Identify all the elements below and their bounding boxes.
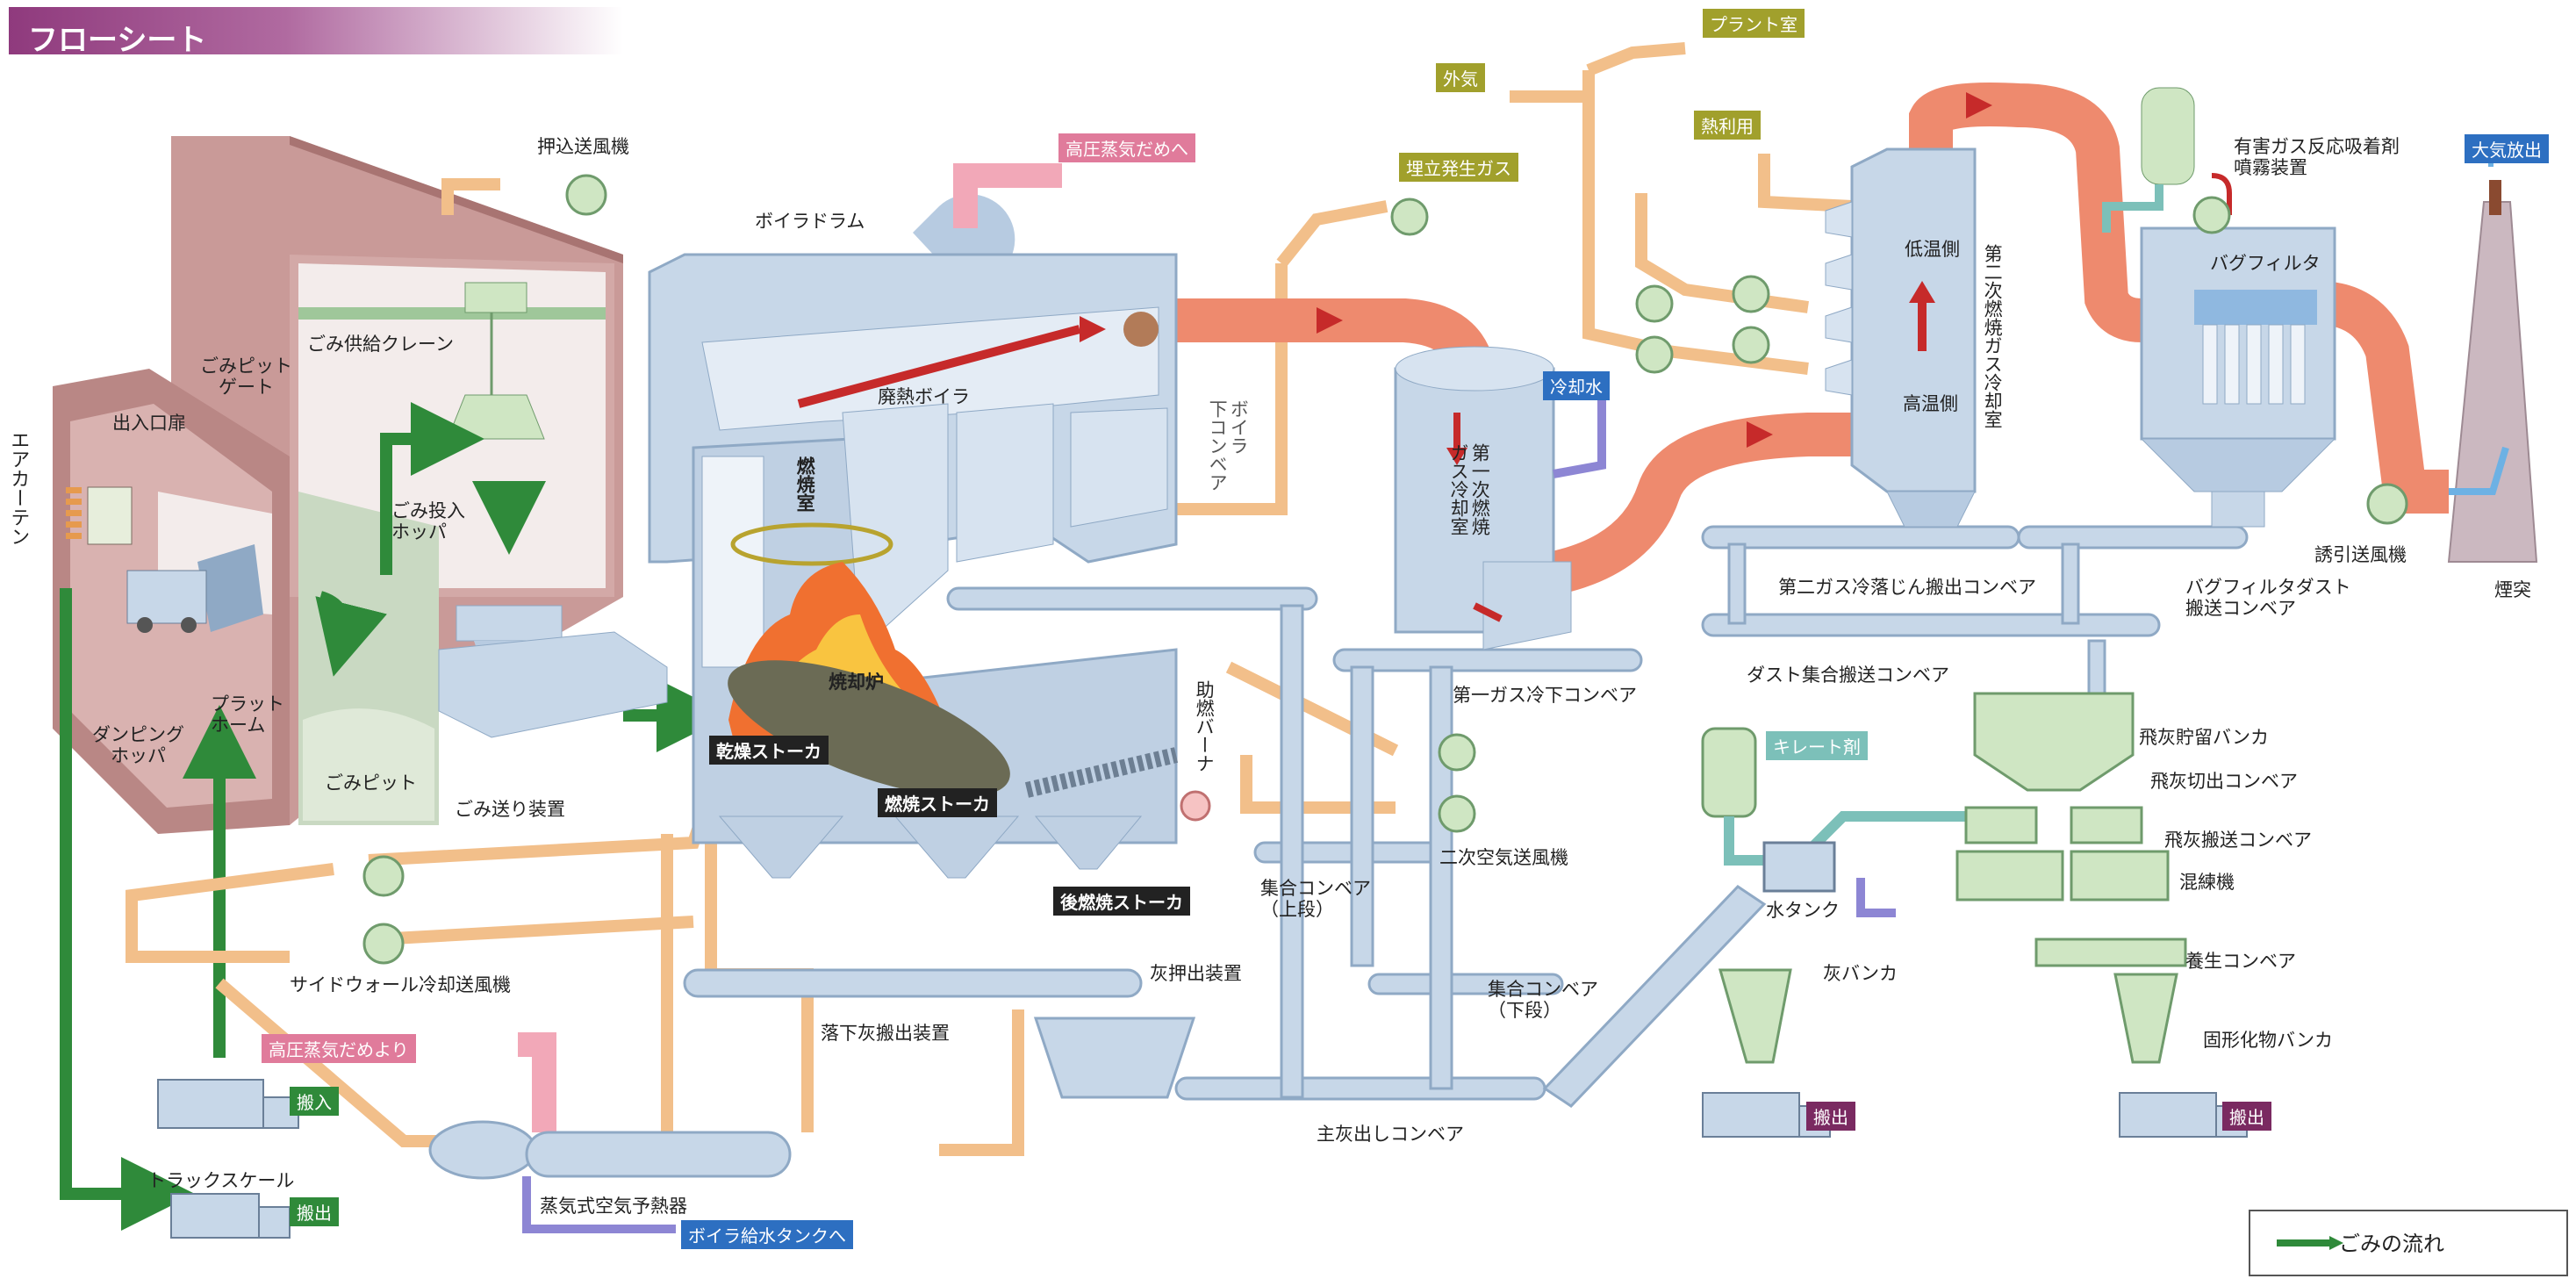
tag-chelate: キレート剤	[1766, 731, 1868, 760]
label-platform: プラット ホーム	[211, 693, 284, 736]
label-fly-ash-cut-conveyor: 飛灰切出コンベア	[2150, 771, 2298, 792]
tag-carry-out-1: 搬出	[290, 1197, 339, 1226]
label-fly-ash-bunker: 飛灰貯留バンカ	[2139, 727, 2270, 748]
bag-filter-drawing	[2102, 87, 2336, 528]
label-solid-bunker: 固形化物バンカ	[2203, 1030, 2334, 1051]
label-air-curtain: エアカーテン	[7, 430, 30, 546]
label-dumping-hopper: ダンピング ホッパ	[92, 724, 184, 767]
label-entrance-door: 出入口扉	[112, 413, 186, 434]
tag-boiler-feed-tank: ボイラ給水タンクへ	[681, 1220, 853, 1249]
label-waste-heat-boiler: 廃熱ボイラ	[878, 386, 970, 407]
tag-atmosphere: 大気放出	[2465, 134, 2549, 163]
tag-high-pressure-from: 高圧蒸気だめより	[262, 1034, 416, 1063]
label-feeder: ごみ送り装置	[455, 799, 565, 820]
label-gas-cooler-2-conveyor: 第二ガス冷落じん搬出コンベア	[1778, 577, 2036, 598]
label-main-ash-conveyor: 主灰出しコンベア	[1317, 1124, 1464, 1145]
label-push-fan: 押込送風機	[537, 136, 629, 157]
trucks	[157, 1079, 2248, 1239]
label-gas-cooler-1-conveyor: 第一ガス冷下コンベア	[1453, 685, 1637, 706]
legend	[2249, 1210, 2568, 1276]
label-aux-burner: 助燃バーナ	[1194, 680, 1216, 772]
label-combustion-chamber: 燃焼室	[794, 456, 816, 512]
gas-cooler-1-drawing	[1394, 346, 1572, 650]
label-collect-conveyor-lower: 集合コンベア （下段）	[1488, 979, 1598, 1022]
label-boiler-drum: ボイラドラム	[755, 211, 865, 232]
label-water-tank: 水タンク	[1766, 900, 1840, 921]
label-bag-filter: バグフィルタ	[2210, 253, 2321, 274]
label-pit-gate: ごみピット ゲート	[200, 356, 292, 399]
tag-landfill-gas: 埋立発生ガス	[1399, 153, 1518, 182]
tag-high-pressure-to: 高圧蒸気だめへ	[1058, 133, 1195, 162]
legend-arrow	[2277, 1236, 2343, 1250]
tag-stoker-after: 後燃焼ストーカ	[1053, 887, 1190, 916]
ash-treatment-drawing	[1701, 692, 2187, 1064]
label-gas-cooler-1: 第一次燃焼 ガス冷却室	[1448, 443, 1491, 535]
label-bf-dust-conveyor: バグフィルタダスト 搬送コンベア	[2185, 577, 2351, 620]
label-ash-bunker: 灰バンカ	[1823, 963, 1898, 984]
label-high-temp: 高温側	[1903, 393, 1958, 414]
ash-conveyors	[683, 525, 2249, 1108]
label-mixer: 混練機	[2179, 872, 2235, 893]
waste-flow-arrows	[60, 402, 730, 1231]
chimney-drawing	[2447, 140, 2538, 563]
tag-carry-in: 搬入	[290, 1087, 339, 1116]
label-fly-ash-conveyor: 飛灰搬送コンベア	[2164, 830, 2312, 851]
label-garbage-pit: ごみピット	[325, 772, 417, 794]
title-banner: フローシート	[9, 7, 623, 58]
label-ash-pusher: 灰押出装置	[1150, 963, 1242, 984]
label-incinerator: 焼却炉	[829, 672, 884, 693]
label-low-temp: 低温側	[1905, 239, 1960, 260]
tag-plant-room: プラント室	[1703, 9, 1805, 38]
label-induced-fan: 誘引送風機	[2314, 544, 2407, 565]
cooling-water-pipe	[1553, 395, 1606, 478]
label-gas-cooler-2: 第二次燃焼ガス冷却室	[1982, 244, 2004, 428]
label-curing-conveyor: 養生コンベア	[2185, 951, 2296, 972]
label-steam-air-heater: 蒸気式空気予熱器	[540, 1196, 687, 1217]
label-adsorbent: 有害ガス反応吸着剤 噴霧装置	[2234, 136, 2400, 179]
label-dust-conveyor: ダスト集合搬送コンベア	[1747, 665, 1949, 686]
label-crane: ごみ供給クレーン	[307, 334, 454, 355]
legend-label: ごみの流れ	[2339, 1232, 2444, 1256]
label-collect-conveyor-upper: 集合コンベア （上段）	[1260, 878, 1371, 921]
tag-stoker-dry: 乾燥ストーカ	[709, 736, 829, 765]
tag-heat-use: 熱利用	[1694, 111, 1761, 140]
gas-cooler-2-drawing	[1825, 147, 1977, 528]
fans	[362, 174, 2408, 965]
tag-carry-out-3: 搬出	[2222, 1102, 2271, 1131]
label-drop-ash-conveyor: 落下灰搬出装置	[821, 1023, 950, 1044]
label-secondary-fan: 二次空気送風機	[1439, 847, 1568, 868]
label-input-hopper: ごみ投入 ホッパ	[391, 500, 465, 543]
label-chimney: 煙突	[2494, 579, 2531, 600]
label-sidewall-fan: サイドウォール冷却送風機	[290, 974, 511, 995]
tag-cooling-water: 冷却水	[1543, 371, 1610, 400]
tag-outside-air: 外気	[1436, 63, 1485, 92]
tag-carry-out-2: 搬出	[1806, 1102, 1855, 1131]
tag-stoker-burn: 燃焼ストーカ	[878, 788, 997, 817]
label-truck-scale: トラックスケール	[147, 1170, 295, 1191]
label-boiler-conveyor: ボイラ 下コンベア	[1207, 399, 1250, 492]
page-title: フローシート	[28, 23, 207, 58]
steam-air-heater-drawing	[428, 163, 1062, 1233]
